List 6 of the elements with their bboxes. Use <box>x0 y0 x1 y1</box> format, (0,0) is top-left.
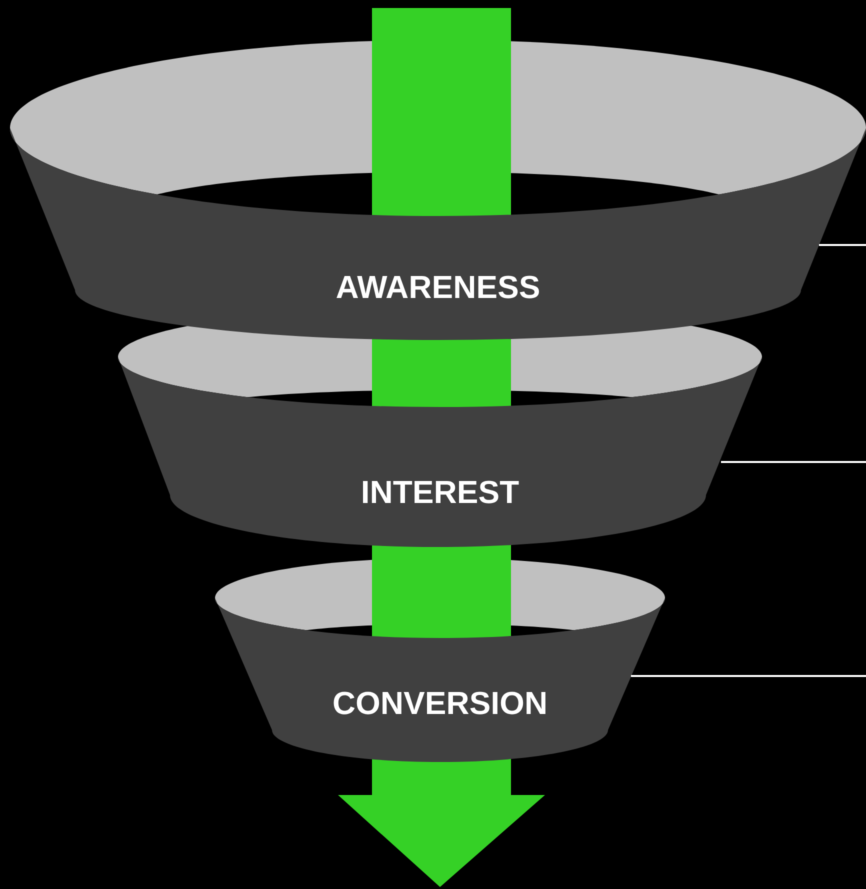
funnel-band: AWARENESS <box>10 128 866 340</box>
funnel-band: CONVERSION <box>215 598 665 762</box>
leader-line <box>631 675 866 677</box>
funnel-band: INTEREST <box>118 357 762 547</box>
leader-line <box>721 461 866 463</box>
leader-line <box>819 244 866 246</box>
